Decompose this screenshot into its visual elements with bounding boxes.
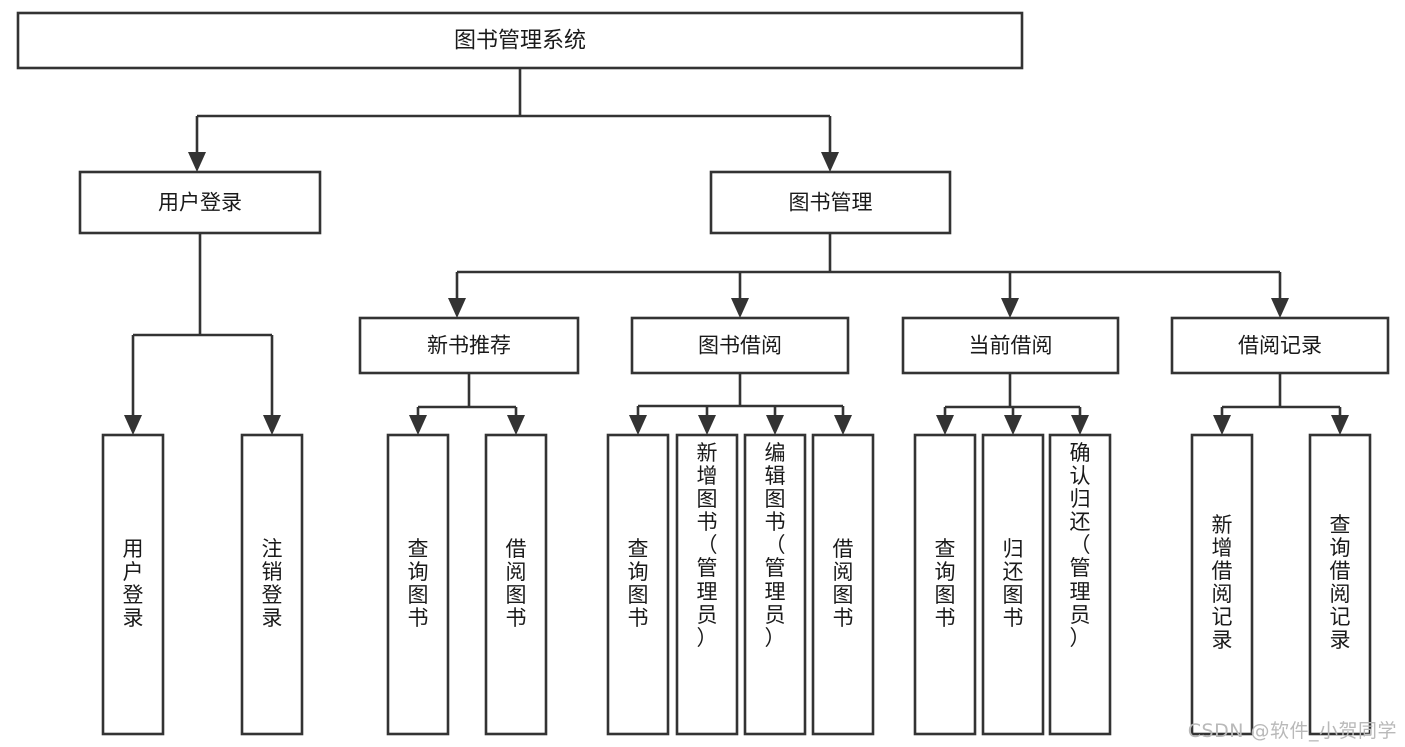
node-box-leaf-borrow-book-1[interactable] [484, 433, 548, 736]
node-book-borrow[interactable]: 图书借阅 [630, 316, 850, 375]
node-label-book-management: 图书管理 [789, 191, 873, 215]
node-box-leaf-logout[interactable] [240, 433, 304, 736]
arrow-head-icon [448, 298, 466, 318]
node-label-current-borrow: 当前借阅 [969, 334, 1053, 358]
node-box-leaf-confirm-return[interactable] [1048, 433, 1112, 736]
arrow-head-icon [263, 415, 281, 435]
arrow-head-icon [1071, 415, 1089, 435]
node-box-current-borrow[interactable] [901, 316, 1120, 375]
connector-layer [124, 68, 1349, 435]
node-label-borrow-record: 借阅记录 [1238, 334, 1322, 358]
arrow-head-icon [124, 415, 142, 435]
node-box-leaf-borrow-book-2[interactable] [811, 433, 875, 736]
node-current-borrow[interactable]: 当前借阅 [901, 316, 1120, 375]
node-borrow-record[interactable]: 借阅记录 [1170, 316, 1390, 375]
arrow-head-icon [936, 415, 954, 435]
node-book-management[interactable]: 图书管理 [709, 170, 952, 235]
arrow-head-icon [629, 415, 647, 435]
node-box-leaf-user-login[interactable] [101, 433, 165, 736]
node-box-leaf-return-book[interactable] [981, 433, 1045, 736]
arrow-head-icon [1001, 298, 1019, 318]
arrow-head-icon [698, 415, 716, 435]
node-box-leaf-query-book-2[interactable] [606, 433, 670, 736]
node-label-new-book-recommend: 新书推荐 [427, 334, 511, 358]
arrow-head-icon [766, 415, 784, 435]
node-user-login[interactable]: 用户登录 [78, 170, 322, 235]
node-box-leaf-edit-book[interactable] [743, 433, 807, 736]
node-box-new-book-recommend[interactable] [358, 316, 580, 375]
watermark: CSDN @软件_小贺同学 [1187, 720, 1397, 742]
node-label-user-login: 用户登录 [158, 191, 242, 215]
node-box-borrow-record[interactable] [1170, 316, 1390, 375]
node-box-leaf-query-book-1[interactable] [386, 433, 450, 736]
node-box-leaf-query-record[interactable] [1308, 433, 1372, 736]
node-root[interactable]: 图书管理系统 [16, 11, 1024, 70]
arrow-head-icon [409, 415, 427, 435]
node-box-book-management[interactable] [709, 170, 952, 235]
node-label-root: 图书管理系统 [454, 29, 586, 54]
arrow-head-icon [821, 152, 839, 172]
arrow-head-icon [731, 298, 749, 318]
node-box-book-borrow[interactable] [630, 316, 850, 375]
node-box-root[interactable] [16, 11, 1024, 70]
arrow-head-icon [188, 152, 206, 172]
node-new-book-recommend[interactable]: 新书推荐 [358, 316, 580, 375]
arrow-head-icon [507, 415, 525, 435]
node-label-book-borrow: 图书借阅 [698, 334, 782, 358]
arrow-head-icon [1331, 415, 1349, 435]
node-box-leaf-add-book[interactable] [675, 433, 739, 736]
arrow-head-icon [1004, 415, 1022, 435]
arrow-head-icon [1271, 298, 1289, 318]
node-box-leaf-add-record[interactable] [1190, 433, 1254, 736]
arrow-head-icon [1213, 415, 1231, 435]
node-box-user-login[interactable] [78, 170, 322, 235]
arrow-head-icon [834, 415, 852, 435]
node-box-leaf-query-book-3[interactable] [913, 433, 977, 736]
